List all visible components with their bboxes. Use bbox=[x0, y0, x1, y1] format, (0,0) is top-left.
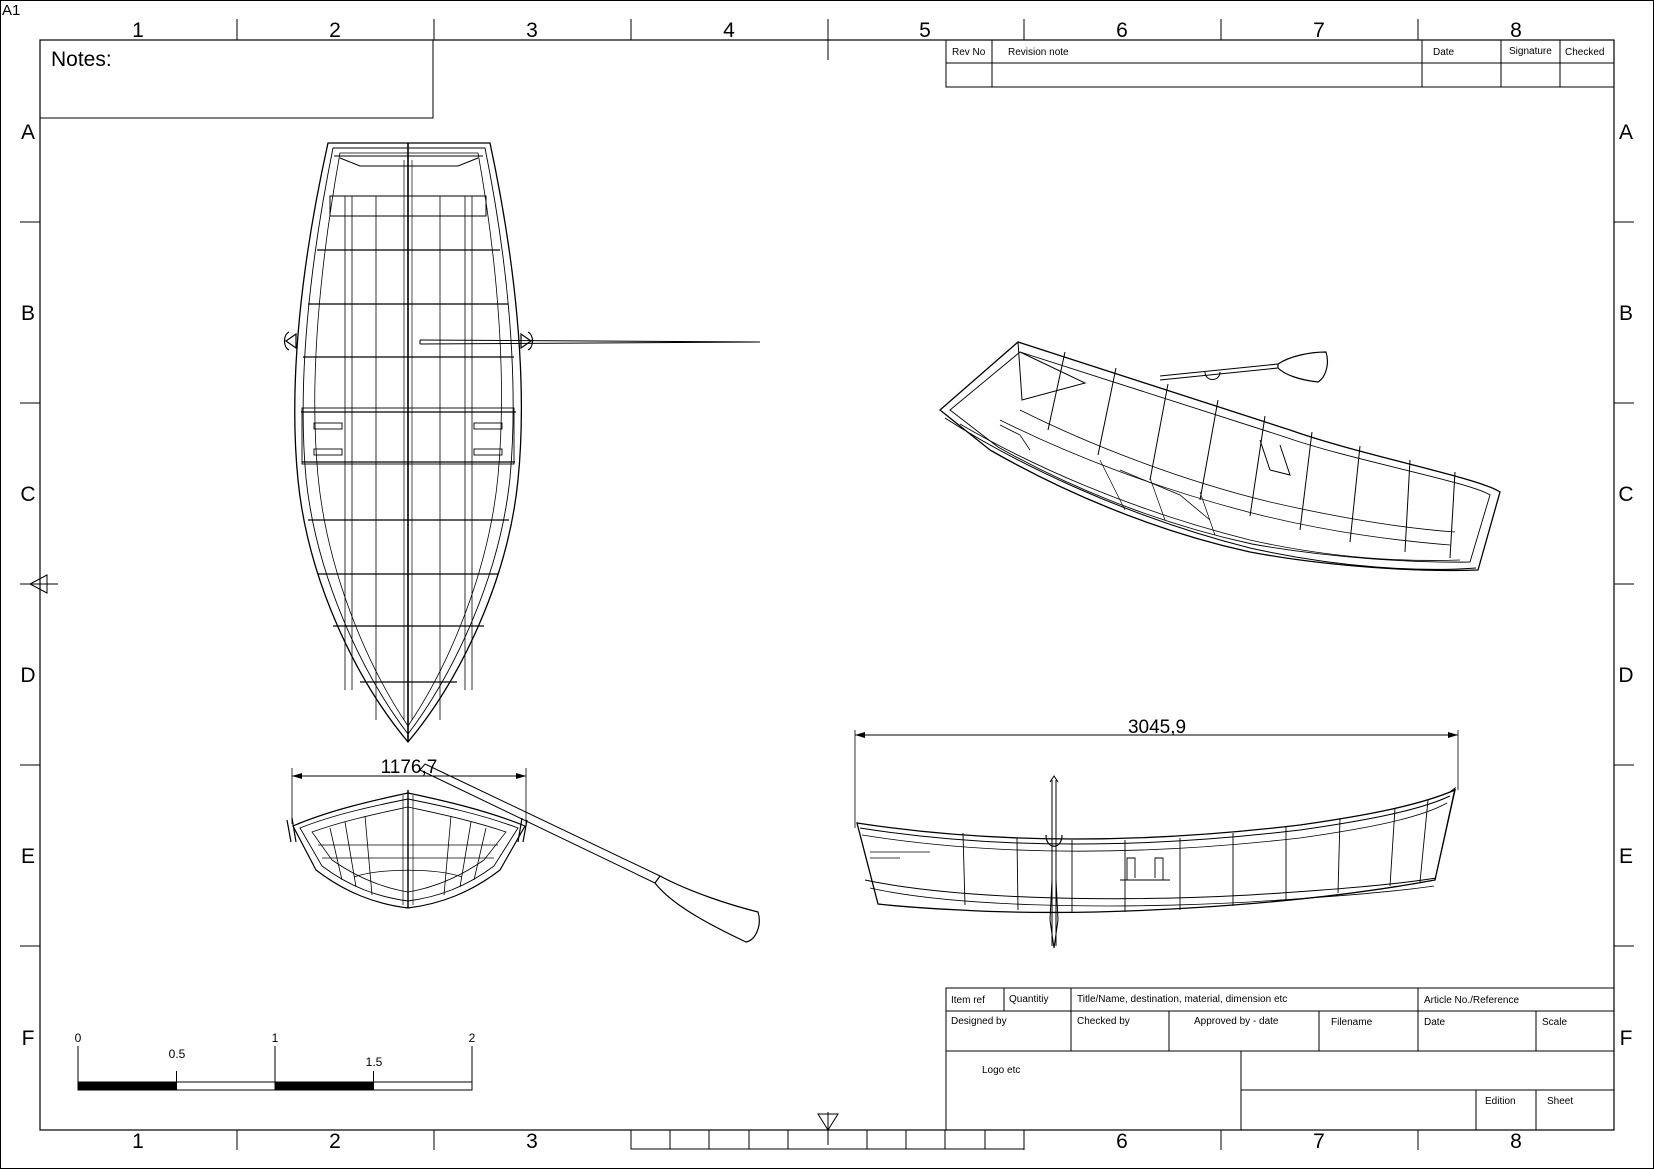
scale-tick-label: 1 bbox=[272, 1031, 279, 1045]
designed-by-label: Designed by bbox=[951, 1016, 1007, 1027]
sheet-label: Sheet bbox=[1547, 1096, 1573, 1107]
notes-box: Notes: bbox=[40, 40, 434, 119]
col-label-top: 2 bbox=[329, 19, 341, 42]
revision-date-header: Date bbox=[1433, 47, 1455, 58]
row-label-left: C bbox=[20, 483, 35, 506]
col-label-top: 1 bbox=[132, 19, 144, 42]
row-label-left: E bbox=[21, 845, 35, 868]
row-label-right: C bbox=[1618, 483, 1633, 506]
scale-label: Scale bbox=[1542, 1017, 1567, 1028]
sheet-size-label: A1 bbox=[2, 2, 20, 19]
revision-table: Rev No Revision note Date Signature Chec… bbox=[945, 39, 1615, 88]
scale-tick-label: 1.5 bbox=[366, 1055, 383, 1069]
scale-bar-segment-filled bbox=[275, 1082, 374, 1090]
row-label-left: D bbox=[20, 664, 35, 687]
col-label-bottom: 6 bbox=[1116, 1130, 1128, 1153]
row-label-right: D bbox=[1618, 664, 1633, 687]
boat-isometric-view bbox=[938, 341, 1501, 572]
col-label-top: 5 bbox=[919, 19, 931, 42]
approved-by-label: Approved by - date bbox=[1194, 1016, 1279, 1027]
row-label-left: F bbox=[22, 1027, 35, 1050]
col-label-bottom: 1 bbox=[132, 1130, 144, 1153]
logo-label: Logo etc bbox=[982, 1065, 1020, 1076]
col-label-bottom: 7 bbox=[1313, 1130, 1325, 1153]
row-label-right: B bbox=[1619, 302, 1633, 325]
revision-note-header: Revision note bbox=[1008, 47, 1069, 58]
col-label-top: 7 bbox=[1313, 19, 1325, 42]
col-label-top: 8 bbox=[1510, 19, 1522, 42]
length-dimension-value: 3045,9 bbox=[1128, 717, 1186, 738]
beam-dimension: 1176,7 bbox=[291, 757, 527, 824]
checked-by-label: Checked by bbox=[1077, 1016, 1130, 1027]
beam-dimension-value: 1176,7 bbox=[381, 757, 438, 778]
row-label-right: F bbox=[1620, 1027, 1633, 1050]
col-label-bottom: 8 bbox=[1510, 1130, 1522, 1153]
title-label: Title/Name, destination, material, dimen… bbox=[1077, 994, 1287, 1005]
edition-label: Edition bbox=[1485, 1096, 1516, 1107]
scale-bar-segment-filled bbox=[78, 1082, 177, 1090]
boat-top-view bbox=[283, 142, 761, 744]
quantity-label: Quantitiy bbox=[1009, 994, 1048, 1005]
scale-tick-label: 0.5 bbox=[169, 1047, 186, 1061]
filename-label: Filename bbox=[1331, 1017, 1373, 1028]
article-label: Article No./Reference bbox=[1424, 995, 1519, 1006]
checked-header: Checked bbox=[1565, 47, 1604, 58]
length-dimension: 3045,9 bbox=[854, 717, 1459, 828]
drawing-frame bbox=[39, 39, 1615, 1131]
col-label-top: 6 bbox=[1116, 19, 1128, 42]
notes-label: Notes: bbox=[51, 48, 112, 71]
item-ref-label: Item ref bbox=[951, 995, 985, 1006]
col-label-bottom: 2 bbox=[329, 1130, 341, 1153]
grid-column-ticks bbox=[236, 19, 1419, 1150]
col-label-top: 4 bbox=[723, 19, 735, 42]
boat-side-view bbox=[856, 775, 1456, 949]
boat-front-view bbox=[286, 763, 760, 943]
scale-bar: 0 0.5 1 1.5 2 bbox=[75, 1031, 476, 1091]
centering-marks bbox=[20, 574, 839, 1145]
grid-row-ticks bbox=[20, 221, 1634, 947]
signature-header: Signature bbox=[1509, 46, 1552, 57]
scale-tick-label: 0 bbox=[75, 1031, 82, 1045]
grid-column-labels: 1 2 3 4 5 6 7 8 1 2 3 6 7 8 bbox=[132, 19, 1522, 1153]
row-label-right: E bbox=[1619, 845, 1633, 868]
rev-no-header: Rev No bbox=[952, 47, 986, 58]
date-label: Date bbox=[1424, 1017, 1446, 1028]
col-label-top: 3 bbox=[526, 19, 538, 42]
title-block: Item ref Quantitiy Title/Name, destinati… bbox=[945, 987, 1615, 1131]
row-label-right: A bbox=[1619, 121, 1633, 144]
row-label-left: A bbox=[21, 121, 35, 144]
scale-tick-label: 2 bbox=[469, 1031, 476, 1045]
col-label-bottom: 3 bbox=[526, 1130, 538, 1153]
grid-row-labels: A B C D E F A B C D E F bbox=[20, 121, 1633, 1050]
row-label-left: B bbox=[21, 302, 35, 325]
